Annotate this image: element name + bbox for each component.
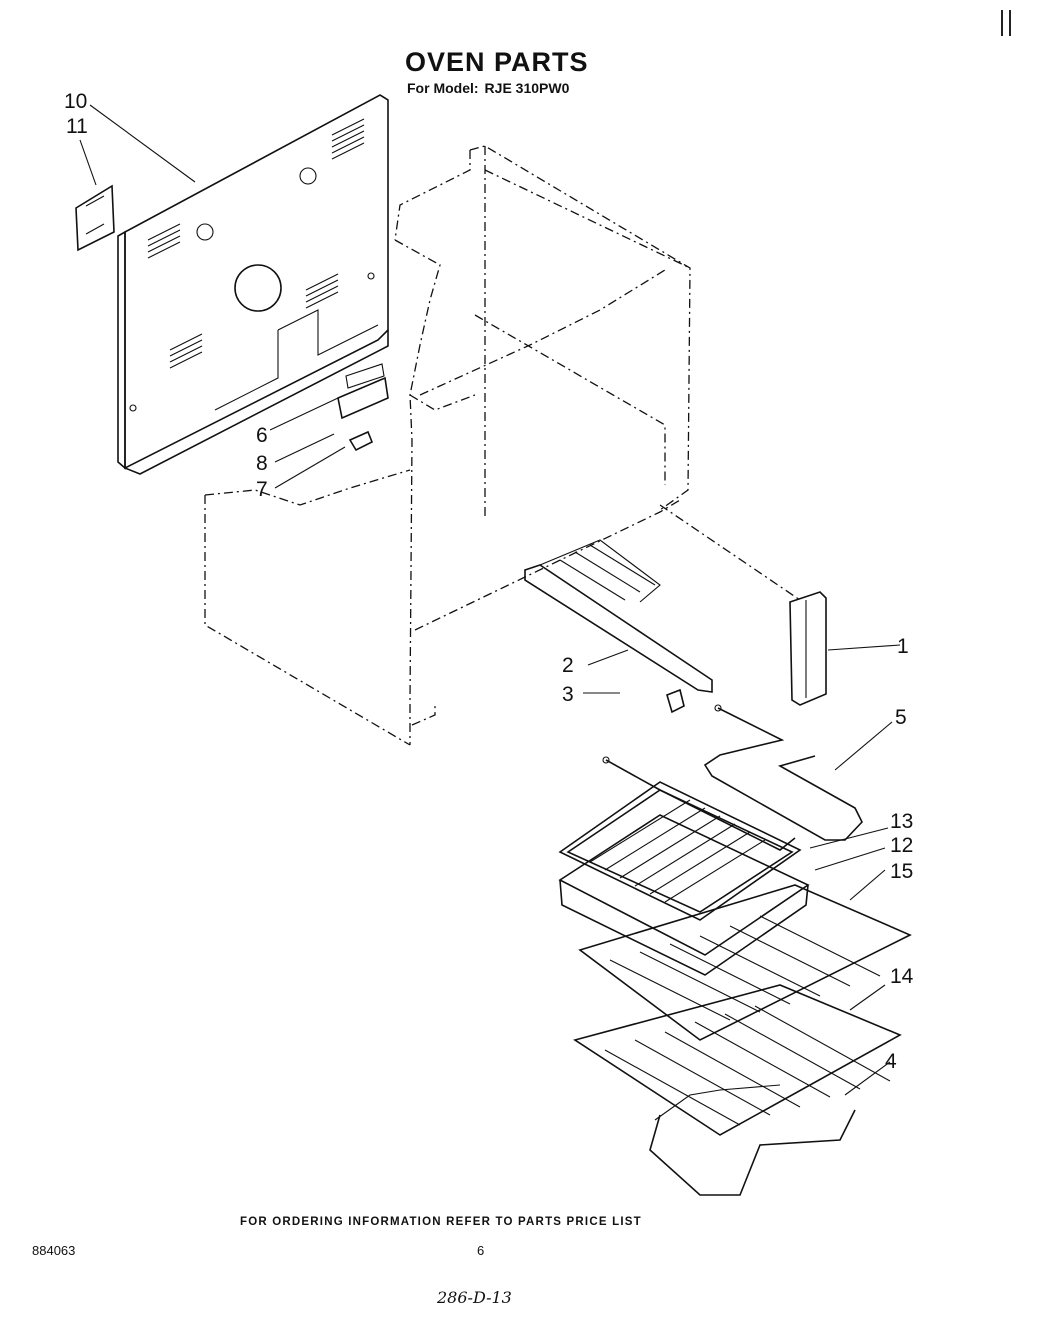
callout-13: 13 — [890, 810, 913, 833]
leader-lines — [79, 104, 901, 1096]
callout-12: 12 — [890, 834, 913, 857]
ordering-note: FOR ORDERING INFORMATION REFER TO PARTS … — [240, 1216, 642, 1228]
fan-opening — [234, 264, 282, 312]
callout-14: 14 — [890, 965, 914, 988]
page-number: 6 — [477, 1243, 485, 1258]
document-number: 884063 — [32, 1243, 76, 1258]
margin-mark — [1001, 10, 1011, 36]
callout-3: 3 — [562, 683, 574, 706]
page-title: OVEN PARTS — [405, 47, 589, 77]
model-number: RJE 310PW0 — [484, 80, 570, 96]
back-panel-part-10 — [117, 94, 389, 475]
oven-cabinet-outline — [204, 145, 801, 746]
callout-5: 5 — [895, 706, 907, 729]
bottom-bracket-part-2 — [524, 539, 713, 693]
broiler-grid-part-13 — [558, 781, 802, 921]
callout-10: 10 — [64, 90, 87, 113]
broil-element-part-4 — [649, 1084, 856, 1196]
clip-part-3 — [666, 688, 685, 714]
callout-7: 7 — [256, 478, 268, 501]
model-subtitle: For Model: RJE 310PW0 — [401, 80, 569, 96]
callout-6: 6 — [256, 424, 268, 447]
cover-plate-part-11 — [75, 184, 115, 252]
vent-slots — [147, 118, 365, 369]
bake-element-part-5 — [602, 704, 863, 851]
callout-4: 4 — [885, 1050, 897, 1073]
side-trim-part-1 — [789, 591, 827, 706]
bracket-part-6 — [337, 363, 389, 420]
broiler-pan-part-12 — [558, 814, 810, 976]
callout-8: 8 — [256, 452, 268, 475]
oven-rack-part-14 — [573, 984, 902, 1136]
callout-2: 2 — [562, 654, 574, 677]
callout-11: 11 — [66, 115, 88, 138]
clip-part-8 — [348, 430, 374, 452]
callout-1: 1 — [897, 635, 909, 658]
callout-15: 15 — [890, 860, 913, 883]
oven-rack-part-15 — [578, 884, 912, 1041]
model-label: For Model: — [407, 80, 479, 96]
handwritten-note: 286-D-13 — [437, 1288, 512, 1307]
callout-labels: 10 11 6 8 7 1 2 3 5 13 12 15 14 4 — [64, 90, 914, 1073]
